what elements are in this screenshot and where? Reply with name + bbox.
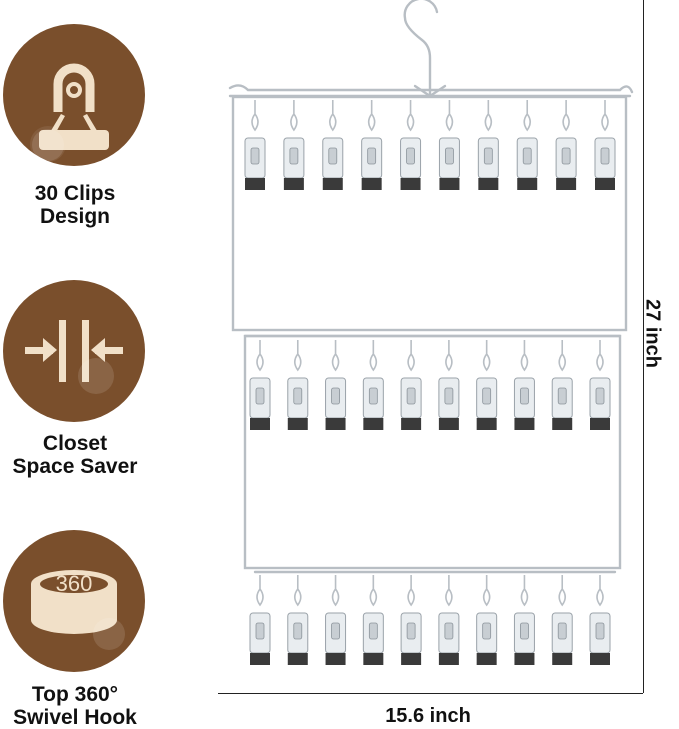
hanger-clip (438, 340, 460, 430)
hanger-clip (400, 575, 422, 665)
rotation-360-icon: 360 (31, 570, 125, 650)
hanger-clip (362, 575, 384, 665)
feature-label-hook: Top 360°Swivel Hook (13, 683, 137, 729)
hanger-clip (513, 340, 535, 430)
rotation-360-text: 360 (56, 571, 93, 596)
feature-badge-space (3, 280, 145, 422)
hanger-clip (438, 100, 460, 190)
binder-clip-icon (30, 63, 109, 162)
hanger-clip (287, 340, 309, 430)
width-label: 15.6 inch (385, 705, 471, 727)
hanger-clip (244, 100, 266, 190)
compress-arrows-icon (25, 320, 123, 394)
hanger-clip (322, 100, 344, 190)
clip-hanger-image (228, 0, 634, 665)
hanger-clip (476, 575, 498, 665)
hanger-clip (249, 575, 271, 665)
hanger-clip (555, 100, 577, 190)
hanger-clip (325, 575, 347, 665)
swivel-hook (403, 0, 439, 98)
hanger-clip (287, 575, 309, 665)
hanger-clip (551, 575, 573, 665)
hanger-clip (513, 575, 535, 665)
hanger-clip (594, 100, 616, 190)
hanger-clip (551, 340, 573, 430)
hanger-clip (438, 575, 460, 665)
feature-badge-clips (3, 24, 145, 166)
hanger-clip (589, 340, 611, 430)
width-dimension-line (218, 693, 643, 694)
hanger-clip (400, 340, 422, 430)
hanger-clip (283, 100, 305, 190)
height-label: 27 inch (641, 299, 664, 368)
hanger-clip (361, 100, 383, 190)
hanger-clip (400, 100, 422, 190)
hanger-clip (477, 100, 499, 190)
hanger-clip (249, 340, 271, 430)
hanger-clip (476, 340, 498, 430)
feature-badge-hook: 360 (3, 530, 145, 672)
hanger-clip (589, 575, 611, 665)
hanger-clip (362, 340, 384, 430)
hanger-clip (325, 340, 347, 430)
hanger-clip (516, 100, 538, 190)
height-dimension-line (643, 0, 644, 693)
